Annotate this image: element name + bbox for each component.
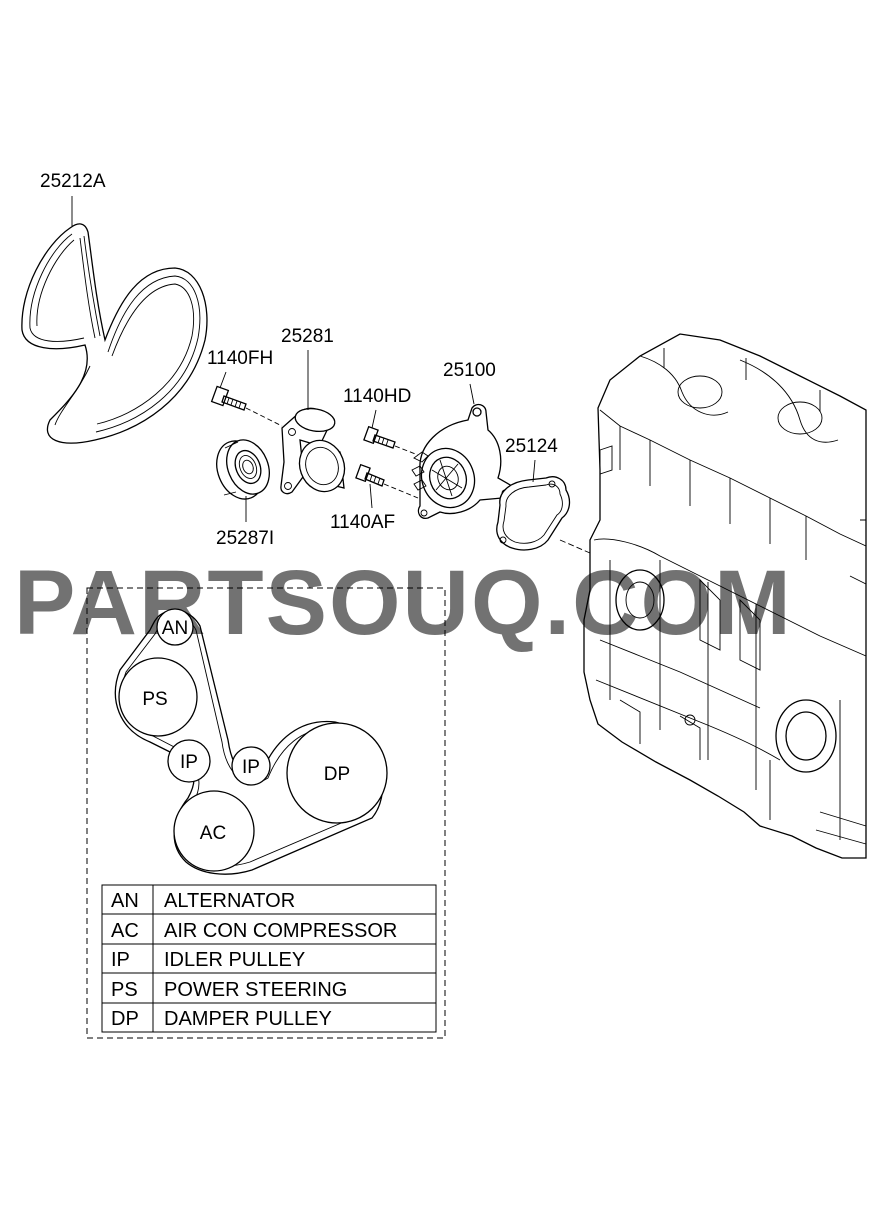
pulley-ac-label: AC xyxy=(200,823,226,844)
gasket-axis xyxy=(559,539,591,554)
tensioner-label: 25281 xyxy=(281,326,334,347)
bolt-hd-leader xyxy=(371,409,377,429)
legend-name-0: ALTERNATOR xyxy=(164,890,295,912)
bolt-hd-axis xyxy=(394,445,419,456)
pulley-ip2-label: IP xyxy=(242,757,260,778)
pulley-ps-label: PS xyxy=(142,689,167,710)
legend-name-3: POWER STEERING xyxy=(164,979,347,1001)
pulley-dp-label: DP xyxy=(324,764,350,785)
belt-label: 25212A xyxy=(40,171,106,192)
pulley-ip2 xyxy=(231,746,271,786)
legend-table: AN ALTERNATOR AC AIR CON COMPRESSOR IP I… xyxy=(101,884,437,1033)
legend-code-4: DP xyxy=(111,1008,139,1030)
belt-routing-diagram: AN PS IP IP DP AC xyxy=(114,608,388,875)
water-pump-gasket[interactable] xyxy=(496,476,571,551)
bolt-af-axis xyxy=(383,483,419,499)
bolt-fh-axis xyxy=(245,407,283,427)
pulley-ip1 xyxy=(167,739,211,783)
bolt-1140fh[interactable] xyxy=(210,385,247,411)
bolt-fh-leader xyxy=(219,371,227,389)
bolt-af-label: 1140AF xyxy=(330,512,395,533)
pulley-ps xyxy=(118,657,198,737)
legend-name-2: IDLER PULLEY xyxy=(164,949,305,971)
water-pump[interactable] xyxy=(411,403,514,519)
pulley-dp xyxy=(286,722,388,824)
belt-tensioner[interactable] xyxy=(280,406,352,498)
bolt-hd-label: 1140HD xyxy=(343,386,411,407)
bolt-1140af[interactable] xyxy=(355,463,385,487)
legend-name-1: AIR CON COMPRESSOR xyxy=(164,920,397,942)
legend-code-0: AN xyxy=(111,890,139,912)
watermark: PARTSOUQ.COM xyxy=(14,552,793,654)
legend-code-1: AC xyxy=(111,920,139,942)
legend-code-3: PS xyxy=(111,979,138,1001)
drive-belt[interactable] xyxy=(21,223,208,444)
bolt-fh-label: 1140FH xyxy=(207,348,273,369)
legend-code-2: IP xyxy=(111,949,130,971)
pulley-an xyxy=(156,608,194,646)
water-pump-leader xyxy=(469,383,475,405)
pulley-ac xyxy=(173,790,255,872)
pulley-ip1-label: IP xyxy=(180,752,198,773)
engine-block xyxy=(583,333,867,859)
pulley-an-label: AN xyxy=(162,618,188,639)
idler-pulley-part[interactable] xyxy=(208,434,277,507)
bolt-af-leader xyxy=(369,483,373,509)
idler-label: 25287I xyxy=(216,528,274,549)
belt-routing-frame xyxy=(86,587,446,1039)
water-pump-label: 25100 xyxy=(443,360,496,381)
gasket-leader xyxy=(532,459,536,483)
gasket-label: 25124 xyxy=(505,436,558,457)
bolt-1140hd[interactable] xyxy=(363,425,396,449)
legend-name-4: DAMPER PULLEY xyxy=(164,1008,332,1030)
